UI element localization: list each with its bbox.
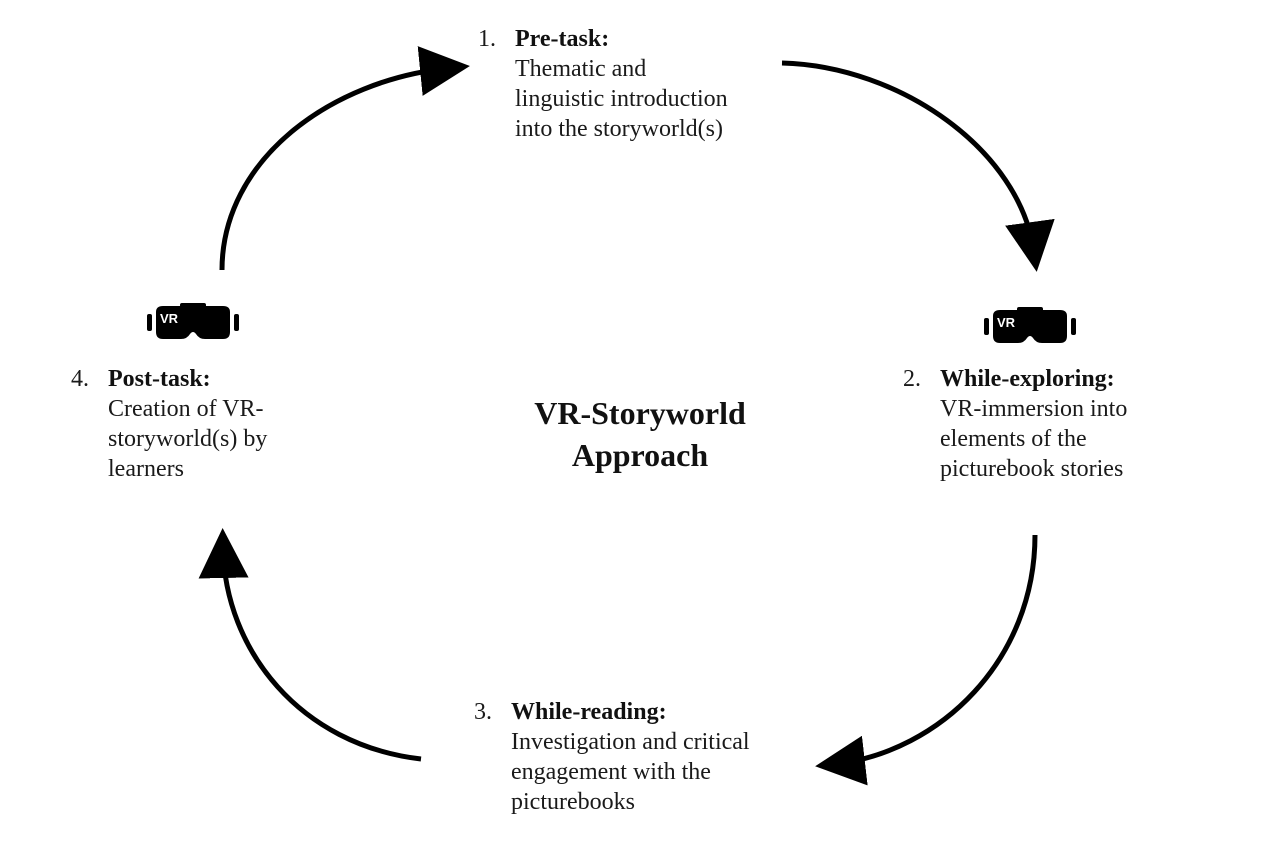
arrow-pre-to-exploring: [781, 60, 1055, 272]
step-description-line: storyworld(s) by: [108, 426, 268, 452]
step-title: Post-task:: [108, 366, 211, 392]
step-while-exploring: 2. While-exploring: VR-immersion into el…: [903, 364, 1127, 484]
step-description-line: Thematic and: [515, 56, 647, 82]
step-number: 3.: [474, 699, 492, 725]
vr-headset-icon: VR: [984, 307, 1076, 343]
step-description-line: engagement with the: [511, 759, 711, 785]
step-number: 1.: [478, 26, 496, 52]
vr-label: VR: [997, 315, 1016, 330]
diagram-center-title: VR-Storyworld Approach: [520, 392, 760, 476]
step-number: 2.: [903, 366, 921, 392]
step-description-line: picturebooks: [511, 789, 635, 815]
step-pre-task: 1. Pre-task: Thematic and linguistic int…: [478, 24, 728, 144]
step-description-line: picturebook stories: [940, 456, 1124, 482]
step-description-line: VR-immersion into: [940, 396, 1128, 422]
step-description-line: learners: [108, 456, 184, 482]
vr-label: VR: [160, 311, 179, 326]
vr-headset-icon: VR: [147, 303, 239, 339]
step-while-reading: 3. While-reading: Investigation and crit…: [474, 697, 750, 817]
arrow-reading-to-post: [198, 528, 422, 762]
step-description-line: Creation of VR-: [108, 396, 264, 422]
step-title: While-reading:: [511, 699, 667, 725]
center-title-line: Approach: [571, 437, 709, 473]
step-description-line: elements of the: [940, 426, 1087, 452]
arrow-exploring-to-reading: [815, 534, 1038, 786]
step-number: 4.: [71, 366, 89, 392]
step-post-task: 4. Post-task: Creation of VR- storyworld…: [71, 364, 267, 484]
step-description-line: linguistic introduction: [515, 86, 728, 112]
step-title: While-exploring:: [940, 366, 1115, 392]
step-title: Pre-task:: [515, 26, 610, 52]
step-description-line: Investigation and critical: [511, 729, 750, 755]
center-title-line: VR-Storyworld: [534, 395, 746, 431]
step-description-line: into the storyworld(s): [515, 116, 723, 142]
arrow-post-to-pre: [219, 46, 470, 271]
